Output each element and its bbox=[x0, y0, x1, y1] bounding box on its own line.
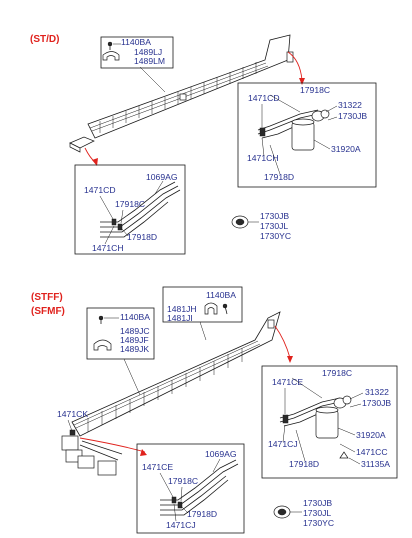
part-label: 1730JB bbox=[338, 111, 367, 121]
part-label: 1471CH bbox=[247, 153, 279, 163]
fuel-filter-std bbox=[257, 94, 338, 175]
part-label: 1481JH bbox=[167, 304, 197, 314]
part-label: 1471CJ bbox=[268, 439, 298, 449]
part-label: 17918D bbox=[187, 509, 217, 519]
part-label: 17918D bbox=[289, 459, 319, 469]
section-title-stff: (STFF) bbox=[31, 292, 63, 303]
part-label: 1471CK bbox=[57, 409, 88, 419]
callout-box-hose-stff bbox=[136, 443, 245, 534]
part-label: 1730JB bbox=[362, 398, 391, 408]
part-label: 17918D bbox=[127, 232, 157, 242]
part-label: 17918C bbox=[300, 85, 330, 95]
cap-icon bbox=[231, 215, 249, 229]
clip-icon bbox=[93, 339, 112, 351]
part-label: 17918C bbox=[168, 476, 198, 486]
callout-box-clips-stff bbox=[86, 307, 155, 360]
section-title-sfmf: (SFMF) bbox=[31, 306, 65, 317]
callout-box-clips-std bbox=[100, 36, 174, 69]
part-label: 31322 bbox=[338, 100, 362, 110]
part-label: 1489JK bbox=[120, 344, 149, 354]
part-label: 1140BA bbox=[121, 37, 151, 47]
part-label: 31920A bbox=[331, 144, 361, 154]
fuel-hose-std bbox=[99, 180, 181, 245]
callout-box-hose-std bbox=[74, 164, 186, 255]
callout-box-brackets-stff bbox=[162, 286, 243, 323]
screw-icon bbox=[98, 315, 104, 324]
part-label: 31920A bbox=[356, 430, 386, 440]
part-label: 1489JC bbox=[120, 326, 150, 336]
part-label: 1471CH bbox=[92, 243, 124, 253]
canister-unit bbox=[61, 429, 123, 476]
part-label: 1730JB bbox=[303, 498, 332, 508]
fuel-line-assembly-stff bbox=[71, 311, 281, 437]
part-label: 1730YC bbox=[260, 231, 291, 241]
part-label: 31322 bbox=[365, 387, 389, 397]
part-label: 1471CC bbox=[356, 447, 388, 457]
fuel-line-assembly-std bbox=[69, 34, 294, 153]
part-label: 1481JI bbox=[167, 313, 193, 323]
part-label: 1069AG bbox=[205, 449, 237, 459]
fuel-hose-stff bbox=[159, 458, 239, 522]
part-label: 1471CD bbox=[248, 93, 280, 103]
part-label: 1471CE bbox=[142, 462, 173, 472]
part-label: 1471CJ bbox=[166, 520, 196, 530]
callout-box-filter-stff bbox=[261, 365, 398, 479]
part-label: 1140BA bbox=[206, 290, 236, 300]
part-label: 1471CD bbox=[84, 185, 116, 195]
part-label: 31135A bbox=[361, 459, 390, 469]
part-label: 1069AG bbox=[146, 172, 178, 182]
part-label: 1489LM bbox=[134, 56, 165, 66]
section-title-std: (ST/D) bbox=[30, 34, 59, 45]
part-label: 17918C bbox=[322, 368, 352, 378]
fuel-filter-stff bbox=[279, 377, 364, 465]
part-label: 1730JL bbox=[260, 221, 288, 231]
part-label: 17918C bbox=[115, 199, 145, 209]
part-label: 1140BA bbox=[120, 312, 150, 322]
part-label: 1471CE bbox=[272, 377, 303, 387]
cap-icon bbox=[273, 505, 291, 519]
clip-icon bbox=[102, 41, 120, 61]
part-label: 1730JB bbox=[260, 211, 289, 221]
part-label: 1730YC bbox=[303, 518, 334, 528]
part-label: 1489LJ bbox=[134, 47, 162, 57]
part-label: 17918D bbox=[264, 172, 294, 182]
part-label: 1730JL bbox=[303, 508, 331, 518]
bracket-icon bbox=[204, 302, 228, 315]
callout-box-filter-std bbox=[237, 82, 377, 188]
part-label: 1489JF bbox=[120, 335, 149, 345]
